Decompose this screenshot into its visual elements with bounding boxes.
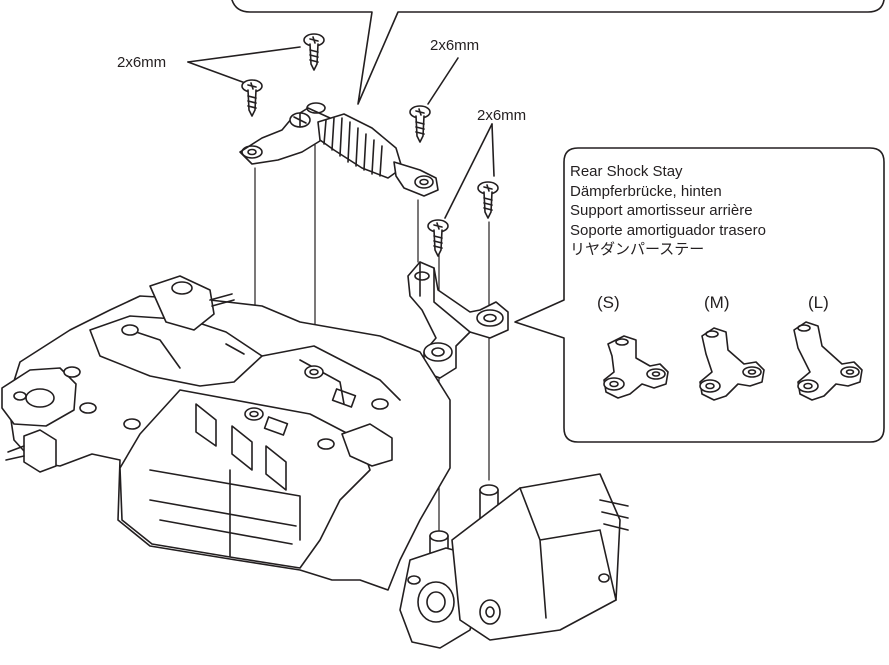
variant-label-l: (L)	[808, 293, 829, 312]
screw-icon	[241, 79, 263, 117]
shock-stay-variant-m	[699, 327, 765, 401]
shock-stay-variant-s	[603, 335, 669, 399]
screw-icon	[409, 105, 431, 143]
leader-line	[444, 123, 493, 219]
callout-line-en: Rear Shock Stay	[570, 163, 683, 180]
screw-size-label: 2x6mm	[430, 37, 480, 54]
screw-size-label: 2x6mm	[117, 54, 167, 71]
chassis	[1, 275, 629, 649]
leader-line	[491, 123, 495, 177]
leader-line	[187, 61, 249, 85]
screw-icon	[427, 219, 449, 257]
callout-line-fr: Support amortisseur arrière	[570, 202, 753, 219]
screw-icon	[303, 33, 325, 71]
screw-size-label: 2x6mm	[477, 107, 527, 124]
callout-line-de: Dämpferbrücke, hinten	[570, 182, 722, 200]
variant-label-m: (M)	[704, 293, 730, 312]
variant-label-s: (S)	[597, 293, 620, 312]
shock-absorber	[239, 102, 439, 197]
callout-line-es: Soporte amortiguador trasero	[570, 221, 766, 239]
callout-line-ja: リヤダンパーステー	[570, 241, 705, 258]
leader-line	[187, 46, 301, 63]
shock-stay-callout-bubble	[514, 147, 885, 443]
rear-shock-stay	[407, 261, 509, 379]
top-callout-bubble	[231, 0, 885, 105]
screw-icon	[477, 181, 499, 219]
leader-line	[427, 57, 459, 105]
shock-stay-variant-l	[793, 321, 863, 401]
shock-stay-callout-text: Rear Shock Stay Dämpferbrücke, hinten Su…	[570, 162, 766, 260]
